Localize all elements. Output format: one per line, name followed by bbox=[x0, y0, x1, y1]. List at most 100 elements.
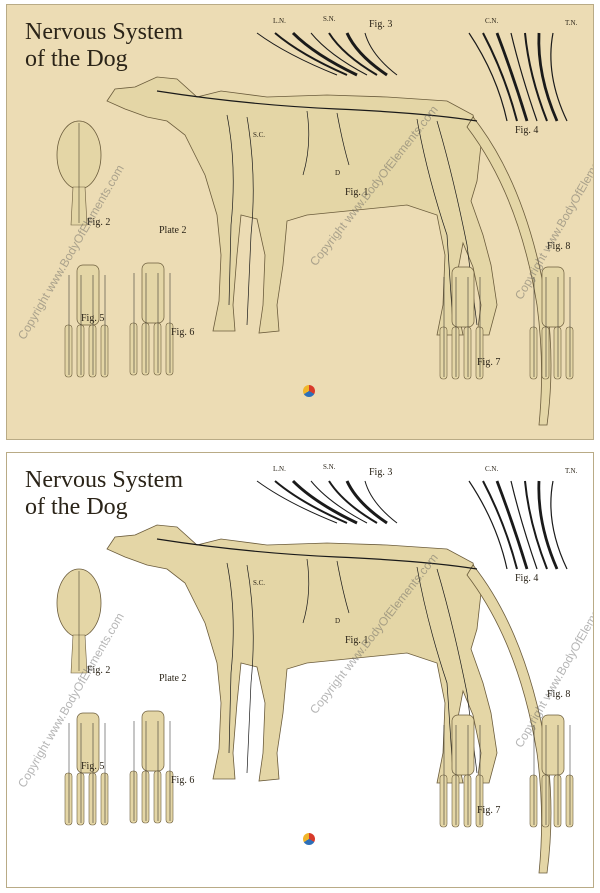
figure-label-fig4: Fig. 4 bbox=[515, 125, 539, 136]
lumbar-plexus-nerve bbox=[274, 32, 348, 76]
figure-label-fig8: Fig. 8 bbox=[547, 689, 571, 700]
region-label-cn: C.N. bbox=[485, 17, 499, 25]
figure-label-fig5: Fig. 5 bbox=[81, 313, 105, 324]
brachial-plexus-nerve bbox=[510, 32, 538, 122]
toe-bones bbox=[141, 770, 150, 824]
paw-bones bbox=[141, 710, 165, 772]
title-line-1: Nervous System bbox=[25, 467, 183, 493]
brachial-plexus-nerve bbox=[537, 480, 559, 570]
figure-label-fig6: Fig. 6 bbox=[171, 775, 195, 786]
figure-label-fig1: Fig. 1 bbox=[345, 635, 369, 646]
region-label-sc: S.C. bbox=[253, 131, 266, 139]
body-nerve bbox=[336, 112, 350, 166]
body-nerve bbox=[416, 566, 454, 774]
toe-bones bbox=[529, 774, 538, 828]
figure-label-fig7: Fig. 7 bbox=[477, 357, 501, 368]
toe-bones bbox=[153, 770, 162, 824]
paw-bones bbox=[451, 714, 475, 776]
figure-label-fig8: Fig. 8 bbox=[547, 241, 571, 252]
figure-label-fig2: Fig. 2 bbox=[87, 665, 111, 676]
spinal-cord bbox=[156, 538, 478, 570]
toe-bones bbox=[165, 770, 174, 824]
body-nerve bbox=[226, 114, 234, 306]
body-nerve bbox=[302, 558, 310, 624]
brachial-plexus-nerve bbox=[468, 480, 508, 570]
toe-bones bbox=[463, 774, 472, 828]
title-line-1: Nervous System bbox=[25, 19, 183, 45]
plate-label: Plate 2 bbox=[159, 225, 187, 236]
dog-silhouette bbox=[106, 524, 498, 784]
lumbar-plexus-nerve bbox=[328, 32, 378, 76]
toe-bones bbox=[129, 322, 138, 376]
paw-bones bbox=[141, 262, 165, 324]
body-nerve bbox=[246, 116, 254, 326]
lumbar-plexus-nerve bbox=[364, 32, 398, 76]
brachial-plexus-nerve bbox=[510, 480, 538, 570]
lumbar-plexus-nerve bbox=[291, 479, 358, 525]
brachial-plexus-nerve bbox=[524, 480, 548, 570]
region-label-d: D bbox=[335, 617, 341, 625]
figure-label-fig3: Fig. 3 bbox=[369, 19, 393, 30]
toe-bones bbox=[451, 774, 460, 828]
region-label-sn: S.N. bbox=[323, 15, 336, 23]
toe-bones bbox=[541, 326, 550, 380]
toe-bones bbox=[475, 326, 484, 380]
toe-bones bbox=[439, 774, 448, 828]
toe-bones bbox=[76, 324, 85, 378]
toe-bones bbox=[141, 322, 150, 376]
figure-label-fig4: Fig. 4 bbox=[515, 573, 539, 584]
toe-bones bbox=[153, 322, 162, 376]
dog-tail bbox=[466, 564, 552, 874]
brachial-plexus-nerve bbox=[482, 32, 518, 122]
region-label-d: D bbox=[335, 169, 341, 177]
region-label-cn: C.N. bbox=[485, 465, 499, 473]
anatomy-illustration bbox=[56, 479, 574, 874]
lumbar-plexus-nerve bbox=[364, 480, 398, 524]
toe-bones bbox=[439, 326, 448, 380]
body-nerve bbox=[436, 120, 478, 326]
region-label-tn: T.N. bbox=[565, 19, 578, 27]
toe-bones bbox=[64, 324, 73, 378]
lumbar-plexus-nerve bbox=[291, 31, 358, 77]
toe-bones bbox=[541, 774, 550, 828]
body-nerve bbox=[416, 118, 454, 326]
lumbar-plexus-nerve bbox=[328, 480, 378, 524]
figure-label-fig3: Fig. 3 bbox=[369, 467, 393, 478]
body-nerve bbox=[246, 564, 254, 774]
body-nerve bbox=[226, 562, 234, 754]
toe-bones bbox=[475, 774, 484, 828]
figure-label-fig1: Fig. 1 bbox=[345, 187, 369, 198]
toe-bones bbox=[565, 774, 574, 828]
lumbar-plexus-nerve bbox=[274, 480, 348, 524]
brachial-plexus-nerve bbox=[537, 32, 559, 122]
lumbar-plexus-nerve bbox=[256, 32, 338, 76]
toe-bones bbox=[529, 326, 538, 380]
toe-bones bbox=[100, 772, 109, 826]
brachial-plexus-nerve bbox=[468, 32, 508, 122]
anatomy-illustration bbox=[56, 31, 574, 426]
brachial-plexus-nerve bbox=[495, 480, 529, 570]
brachial-plexus-nerve bbox=[550, 480, 568, 570]
toe-bones bbox=[565, 326, 574, 380]
figure-label-fig5: Fig. 5 bbox=[81, 761, 105, 772]
toe-bones bbox=[129, 770, 138, 824]
lumbar-plexus-nerve bbox=[345, 480, 388, 525]
publisher-logo bbox=[303, 385, 315, 397]
title-line-2: of the Dog bbox=[25, 46, 128, 72]
brachial-plexus-nerve bbox=[482, 480, 518, 570]
title-line-2: of the Dog bbox=[25, 494, 128, 520]
toe-bones bbox=[553, 774, 562, 828]
paw-bones bbox=[76, 264, 100, 326]
brachial-plexus-nerve bbox=[495, 32, 529, 122]
toe-bones bbox=[88, 772, 97, 826]
lumbar-plexus-nerve bbox=[310, 32, 368, 76]
figure-label-fig6: Fig. 6 bbox=[171, 327, 195, 338]
lumbar-plexus-nerve bbox=[345, 32, 388, 77]
plate-label: Plate 2 bbox=[159, 673, 187, 684]
toe-bones bbox=[553, 326, 562, 380]
toe-bones bbox=[100, 324, 109, 378]
dog-tail bbox=[466, 116, 552, 426]
